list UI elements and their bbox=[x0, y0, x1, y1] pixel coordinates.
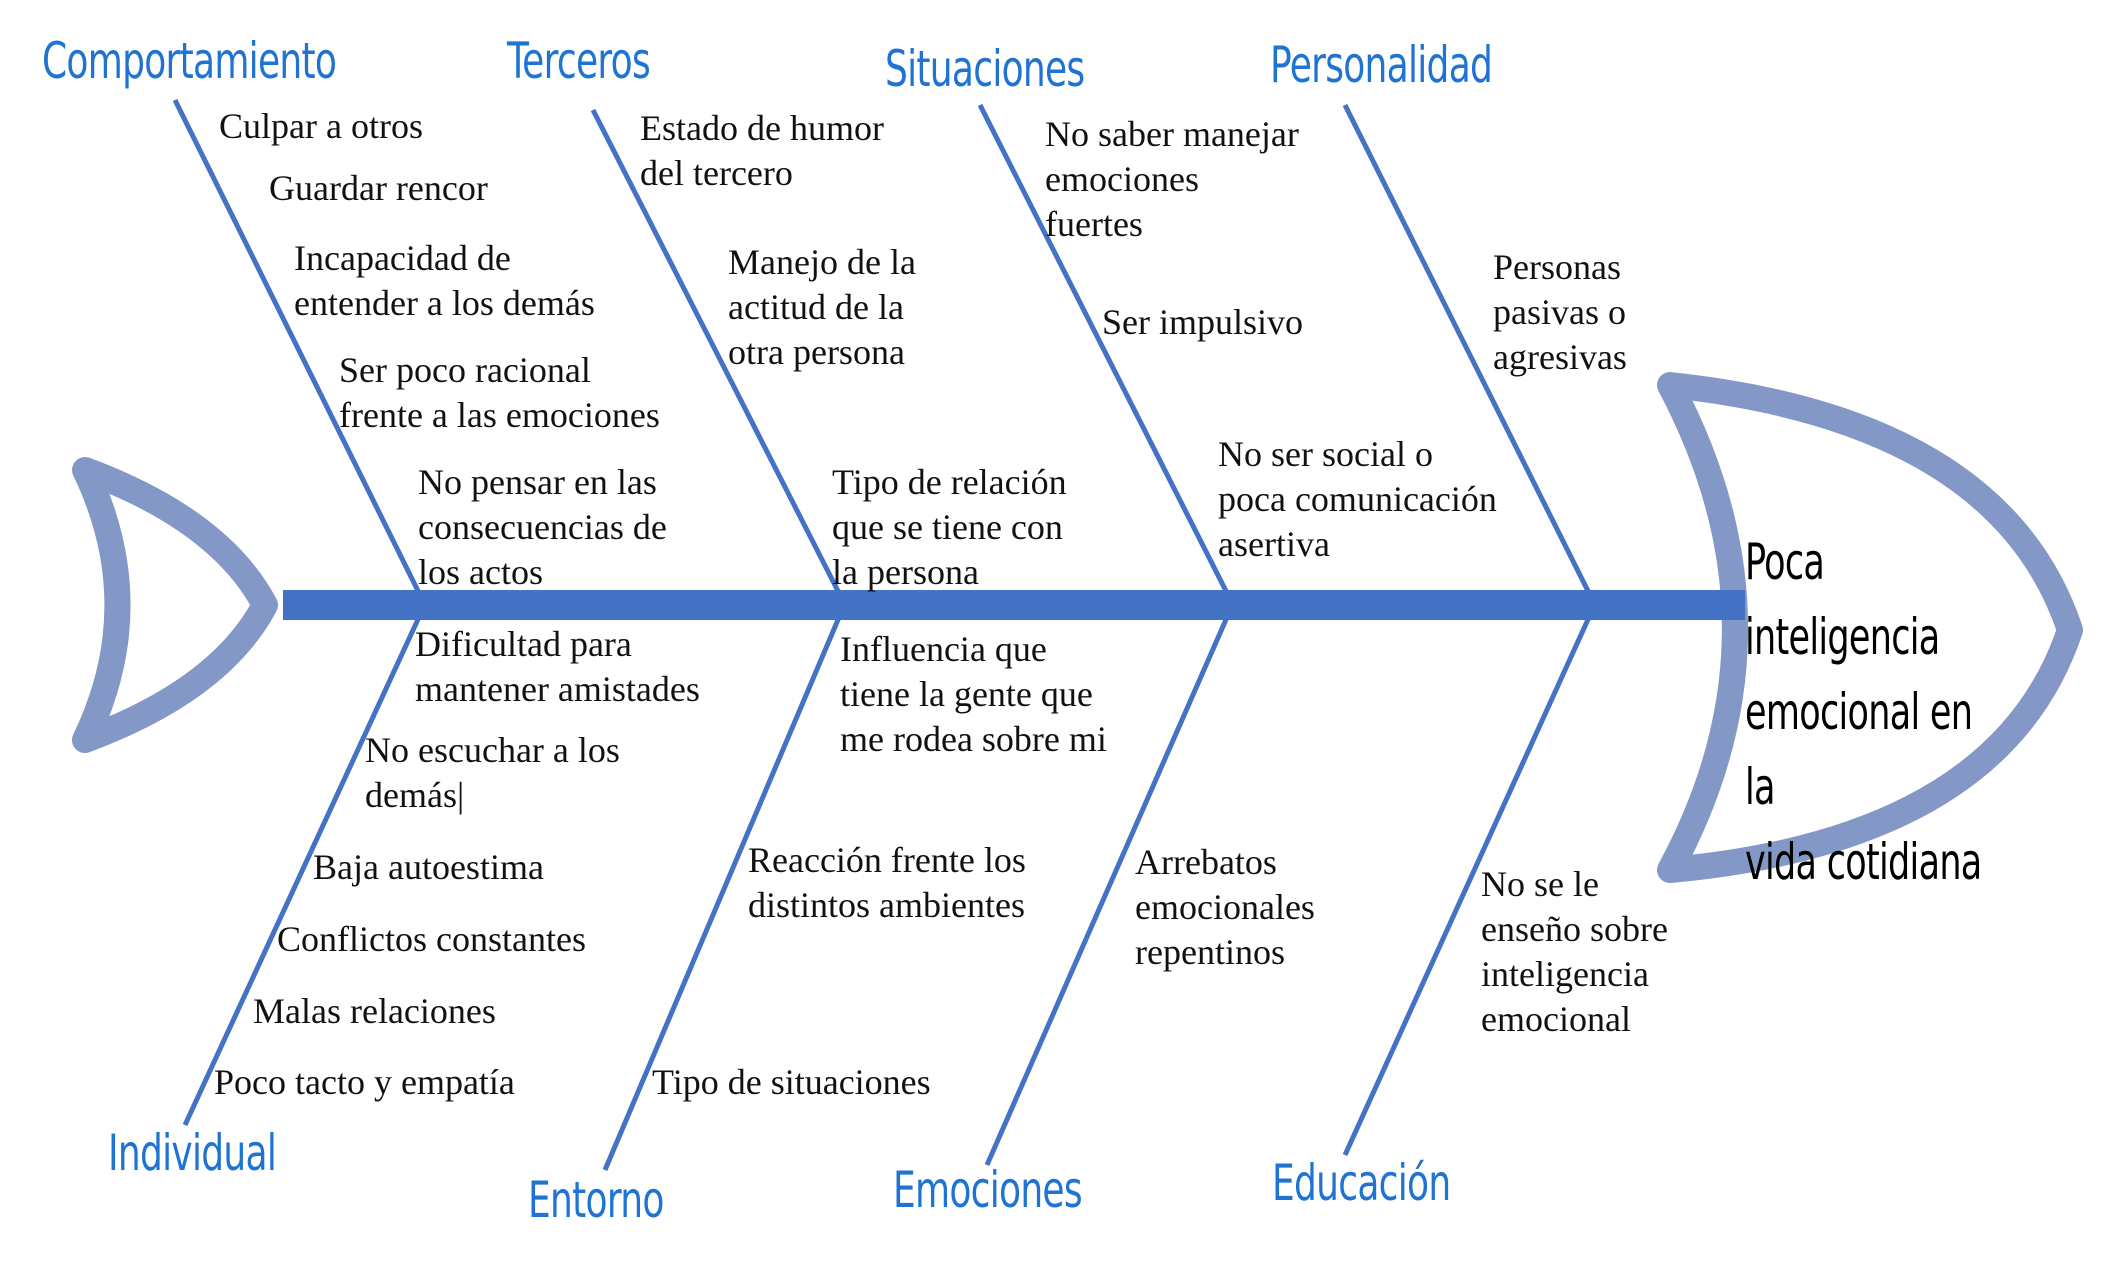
category-situaciones: Situaciones bbox=[885, 40, 1085, 98]
cause-dificultad-amistades: Dificultad para mantener amistades bbox=[415, 624, 700, 709]
category-comportamiento: Comportamiento bbox=[42, 32, 337, 90]
cause-estado-de-humor: Estado de humor del tercero bbox=[640, 108, 884, 193]
bone-educacion bbox=[1342, 613, 1593, 1157]
bone-emociones bbox=[984, 613, 1231, 1167]
cause-tipo-de-relacion: Tipo de relación que se tiene con la per… bbox=[832, 462, 1067, 592]
bone-comportamiento bbox=[172, 98, 423, 597]
cause-no-escuchar: No escuchar a los demás| bbox=[365, 730, 620, 815]
cause-guardar-rencor: Guardar rencor bbox=[269, 168, 488, 208]
cause-arrebatos-emocionales: Arrebatos emocionales repentinos bbox=[1135, 842, 1315, 972]
cause-no-pensar-consecuencias: No pensar en las consecuencias de los ac… bbox=[418, 462, 667, 592]
category-educacion: Educación bbox=[1272, 1154, 1451, 1212]
cause-no-ser-social: No ser social o poca comunicación aserti… bbox=[1218, 434, 1497, 564]
bone-terceros bbox=[590, 108, 843, 597]
cause-conflictos-constantes: Conflictos constantes bbox=[277, 919, 586, 959]
cause-no-se-le-enseno: No se le enseño sobre inteligencia emoci… bbox=[1481, 864, 1668, 1039]
category-entorno: Entorno bbox=[528, 1171, 664, 1229]
cause-malas-relaciones: Malas relaciones bbox=[253, 991, 496, 1031]
category-emociones: Emociones bbox=[893, 1161, 1083, 1219]
bone-individual bbox=[182, 613, 423, 1127]
cause-poco-tacto: Poco tacto y empatía bbox=[214, 1062, 515, 1102]
fish-tail bbox=[72, 457, 278, 753]
cause-baja-autoestima: Baja autoestima bbox=[313, 847, 544, 887]
cause-ser-poco-racional: Ser poco racional frente a las emociones bbox=[339, 350, 660, 435]
cause-no-saber-manejar: No saber manejar emociones fuertes bbox=[1045, 114, 1299, 244]
category-individual: Individual bbox=[108, 1124, 277, 1182]
cause-ser-impulsivo: Ser impulsivo bbox=[1102, 302, 1304, 342]
bone-personalidad bbox=[1342, 103, 1593, 597]
category-terceros: Terceros bbox=[507, 32, 651, 90]
cause-incapacidad-de-entender: Incapacidad de entender a los demás bbox=[294, 238, 595, 323]
cause-manejo-actitud: Manejo de la actitud de la otra persona bbox=[728, 242, 916, 372]
bone-situaciones bbox=[977, 103, 1231, 597]
cause-influencia-gente: Influencia que tiene la gente que me rod… bbox=[840, 629, 1107, 759]
effect-label: Poca inteligencia emocional en la vida c… bbox=[1745, 533, 1982, 891]
bone-entorno bbox=[602, 614, 843, 1171]
cause-reaccion-ambientes: Reacción frente los distintos ambientes bbox=[748, 840, 1026, 925]
cause-personas-pasivas: Personas pasivas o agresivas bbox=[1493, 247, 1627, 377]
cause-tipo-situaciones: Tipo de situaciones bbox=[652, 1062, 931, 1102]
fish-head bbox=[1657, 372, 2083, 883]
category-personalidad: Personalidad bbox=[1270, 36, 1493, 94]
cause-culpar-a-otros: Culpar a otros bbox=[219, 106, 423, 146]
